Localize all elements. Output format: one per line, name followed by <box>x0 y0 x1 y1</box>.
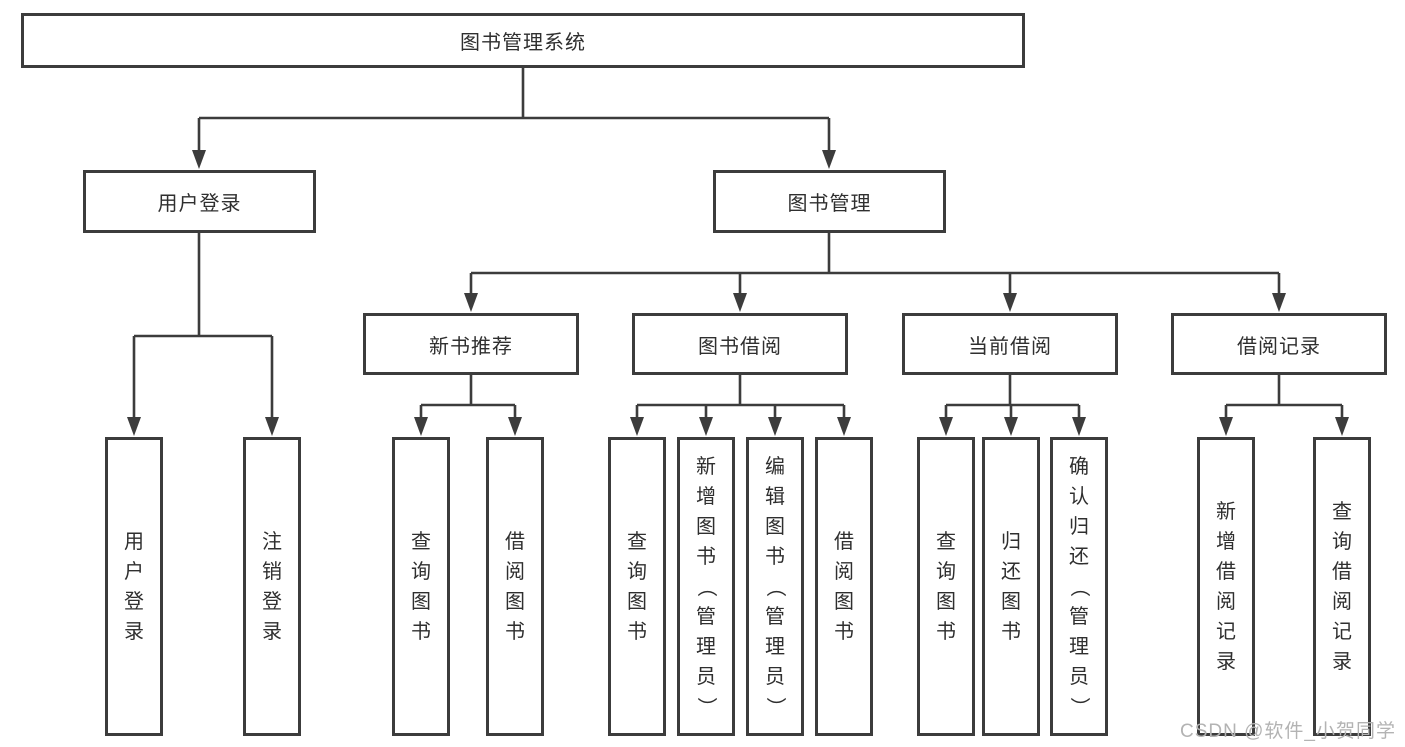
node-add-books-admin: 新增图书（管理员） <box>677 437 735 736</box>
csdn-watermark: CSDN @软件_小贺同学 <box>1180 721 1396 742</box>
node-query-books-borrow: 查询图书 <box>608 437 666 736</box>
node-query-books-current: 查询图书 <box>917 437 975 736</box>
node-label: 归还图书 <box>1001 530 1021 643</box>
node-label: 查询图书 <box>627 530 647 643</box>
node-label: 查询图书 <box>411 530 431 643</box>
node-label: 查询图书 <box>936 530 956 643</box>
node-logout: 注销登录 <box>243 437 301 736</box>
node-label: 图书借阅 <box>698 335 782 358</box>
node-label: 新增借阅记录 <box>1216 500 1236 673</box>
node-borrow-books: 借阅图书 <box>815 437 873 736</box>
node-label: 编辑图书（管理员） <box>764 455 786 717</box>
node-edit-books-admin: 编辑图书（管理员） <box>746 437 804 736</box>
node-label: 新书推荐 <box>429 335 513 358</box>
node-query-books-recommend: 查询图书 <box>392 437 450 736</box>
node-query-borrow-record: 查询借阅记录 <box>1313 437 1371 736</box>
node-book-borrow: 图书借阅 <box>632 313 848 375</box>
node-label: 当前借阅 <box>968 335 1052 358</box>
node-label: 借阅图书 <box>834 530 854 643</box>
node-label: 借阅图书 <box>505 530 525 643</box>
node-label: 用户登录 <box>124 530 144 643</box>
node-label: 用户登录 <box>157 193 242 215</box>
node-current-borrow: 当前借阅 <box>902 313 1118 375</box>
node-label: 图书管理系统 <box>460 32 586 54</box>
node-new-book-recommend: 新书推荐 <box>363 313 579 375</box>
node-borrow-records: 借阅记录 <box>1171 313 1387 375</box>
node-add-borrow-record: 新增借阅记录 <box>1197 437 1255 736</box>
node-label: 查询借阅记录 <box>1332 500 1352 673</box>
node-user-login: 用户登录 <box>83 170 316 233</box>
node-confirm-return-admin: 确认归还（管理员） <box>1050 437 1108 736</box>
node-user-login-leaf: 用户登录 <box>105 437 163 736</box>
node-book-management: 图书管理 <box>713 170 946 233</box>
node-root: 图书管理系统 <box>21 13 1025 68</box>
node-label: 借阅记录 <box>1237 335 1321 358</box>
node-label: 注销登录 <box>262 530 282 643</box>
node-label: 图书管理 <box>787 193 872 215</box>
node-label: 确认归还（管理员） <box>1068 455 1090 717</box>
arrowhead-icons <box>127 150 1349 436</box>
node-borrow-books-recommend: 借阅图书 <box>486 437 544 736</box>
node-label: 新增图书（管理员） <box>695 455 717 717</box>
node-return-books: 归还图书 <box>982 437 1040 736</box>
